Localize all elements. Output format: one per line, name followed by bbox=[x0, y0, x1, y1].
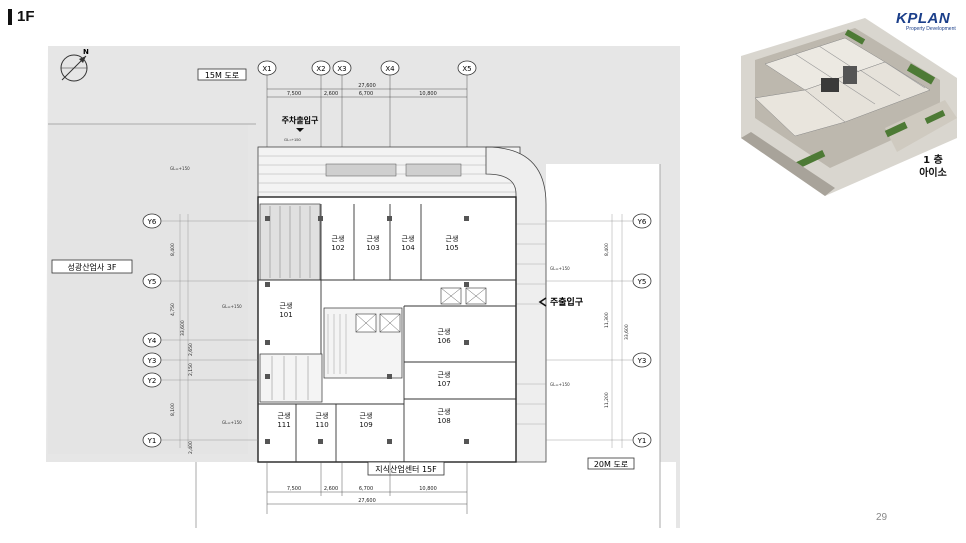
left-neighbor-lot bbox=[48, 124, 248, 454]
unit-name: 근생 bbox=[332, 234, 345, 243]
unit-name: 근생 bbox=[280, 301, 293, 310]
north-label: N bbox=[83, 48, 89, 56]
dim-top-total: 27,600 bbox=[358, 83, 376, 89]
page-number: 29 bbox=[876, 512, 888, 523]
north-arrow-icon: N bbox=[60, 48, 89, 82]
unit-number: 108 bbox=[437, 417, 450, 425]
unit-name: 근생 bbox=[360, 411, 373, 420]
dim-top-seg: 7,500 bbox=[287, 91, 301, 97]
dim-right: 11,300 bbox=[604, 312, 610, 328]
unit-name: 근생 bbox=[438, 407, 451, 416]
unit-number: 107 bbox=[437, 380, 450, 388]
unit-number: 110 bbox=[315, 421, 328, 429]
unit-number: 104 bbox=[401, 244, 415, 252]
unit-name: 근생 bbox=[438, 327, 451, 336]
dim-right: 8,400 bbox=[604, 243, 610, 256]
floor-plan: N 15M 도로 X1 X2 X3 X4 X5 27,600 7,500 2,6… bbox=[46, 46, 680, 528]
toilet-block bbox=[259, 353, 323, 403]
grid-y1-left: Y1 bbox=[147, 437, 157, 445]
grid-x4: X4 bbox=[385, 65, 395, 73]
dim-left-total: 33,600 bbox=[180, 320, 186, 336]
dim-bottom-seg: 6,700 bbox=[359, 486, 373, 492]
grid-y3-left: Y3 bbox=[147, 357, 157, 365]
dim-right-total: 33,600 bbox=[624, 324, 630, 340]
road-bottom-right-label: 20M 도로 bbox=[594, 460, 628, 469]
grid-y2-left: Y2 bbox=[147, 377, 157, 385]
dim-top-seg: 6,700 bbox=[359, 91, 373, 97]
left-neighbor-label: 성광산업사 3F bbox=[67, 262, 116, 272]
unit-name: 근생 bbox=[446, 234, 459, 243]
grid-y5-right: Y5 bbox=[637, 278, 647, 286]
unit-number: 105 bbox=[445, 244, 458, 252]
slide-title-text: 1F bbox=[17, 8, 35, 25]
kplan-logo: KPLAN Property Development bbox=[896, 10, 958, 34]
iso-caption-type: 아이소 bbox=[919, 168, 947, 179]
dim-left: 8,100 bbox=[170, 403, 176, 416]
dim-top-seg: 10,800 bbox=[419, 91, 437, 97]
grid-y5-left: Y5 bbox=[147, 278, 157, 286]
dim-left: 2,150 bbox=[188, 363, 194, 376]
unit-name: 근생 bbox=[438, 370, 451, 379]
grid-y1-right: Y1 bbox=[637, 437, 647, 445]
bottom-neighbor-label: 지식산업센터 15F bbox=[375, 464, 437, 474]
dim-left: 2,400 bbox=[188, 441, 194, 454]
grid-y6-left: Y6 bbox=[147, 218, 157, 226]
unit-number: 109 bbox=[359, 421, 372, 429]
svg-text:GL=+150: GL=+150 bbox=[550, 382, 570, 387]
iso-caption-floor: 1 층 bbox=[923, 155, 943, 166]
iso-caption: 1 층 아이소 bbox=[906, 154, 960, 180]
grid-y6-right: Y6 bbox=[637, 218, 647, 226]
grid-x2: X2 bbox=[316, 65, 325, 73]
unit-number: 106 bbox=[437, 337, 451, 345]
isometric-render bbox=[741, 18, 957, 196]
dim-bottom-seg: 2,600 bbox=[324, 486, 338, 492]
dim-left: 2,650 bbox=[188, 343, 194, 356]
dim-top-seg: 2,600 bbox=[324, 91, 338, 97]
dim-bottom-seg: 7,500 bbox=[287, 486, 301, 492]
grid-x3: X3 bbox=[337, 65, 346, 73]
unit-name: 근생 bbox=[278, 411, 291, 420]
svg-text:GL=+150: GL=+150 bbox=[284, 137, 301, 142]
unit-name: 근생 bbox=[402, 234, 415, 243]
grid-y4-left: Y4 bbox=[147, 337, 157, 345]
unit-number: 101 bbox=[279, 311, 292, 319]
svg-text:GL=+150: GL=+150 bbox=[222, 304, 242, 309]
grid-y3-right: Y3 bbox=[637, 357, 647, 365]
svg-text:GL=+150: GL=+150 bbox=[550, 266, 570, 271]
logo-wordmark: KPLAN bbox=[896, 10, 951, 27]
main-entrance-label: 주출입구 bbox=[550, 296, 583, 308]
grid-x1: X1 bbox=[262, 65, 271, 73]
dim-left: 4,750 bbox=[170, 303, 176, 316]
svg-text:GL=+150: GL=+150 bbox=[222, 420, 242, 425]
grid-x5: X5 bbox=[462, 65, 471, 73]
unit-number: 102 bbox=[331, 244, 344, 252]
unit-name: 근생 bbox=[316, 411, 329, 420]
dim-right: 11,200 bbox=[604, 392, 610, 408]
parking-arrow-icon bbox=[296, 128, 304, 132]
logo-tagline: Property Development bbox=[906, 26, 956, 32]
dim-left: 8,400 bbox=[170, 243, 176, 256]
dim-bottom-total: 27,600 bbox=[358, 498, 376, 504]
main-entrance-arrow-icon bbox=[538, 297, 547, 307]
svg-text:GL=+150: GL=+150 bbox=[170, 166, 190, 171]
unit-number: 103 bbox=[366, 244, 379, 252]
slide-title: 1F bbox=[8, 8, 35, 25]
parking-entrance-label: 주차출입구 bbox=[282, 115, 319, 125]
unit-number: 111 bbox=[277, 421, 290, 429]
unit-name: 근생 bbox=[367, 234, 380, 243]
road-top-label: 15M 도로 bbox=[205, 71, 239, 80]
title-accent-bar bbox=[8, 8, 12, 25]
right-white-strip bbox=[546, 164, 660, 464]
dim-bottom-seg: 10,800 bbox=[419, 486, 437, 492]
